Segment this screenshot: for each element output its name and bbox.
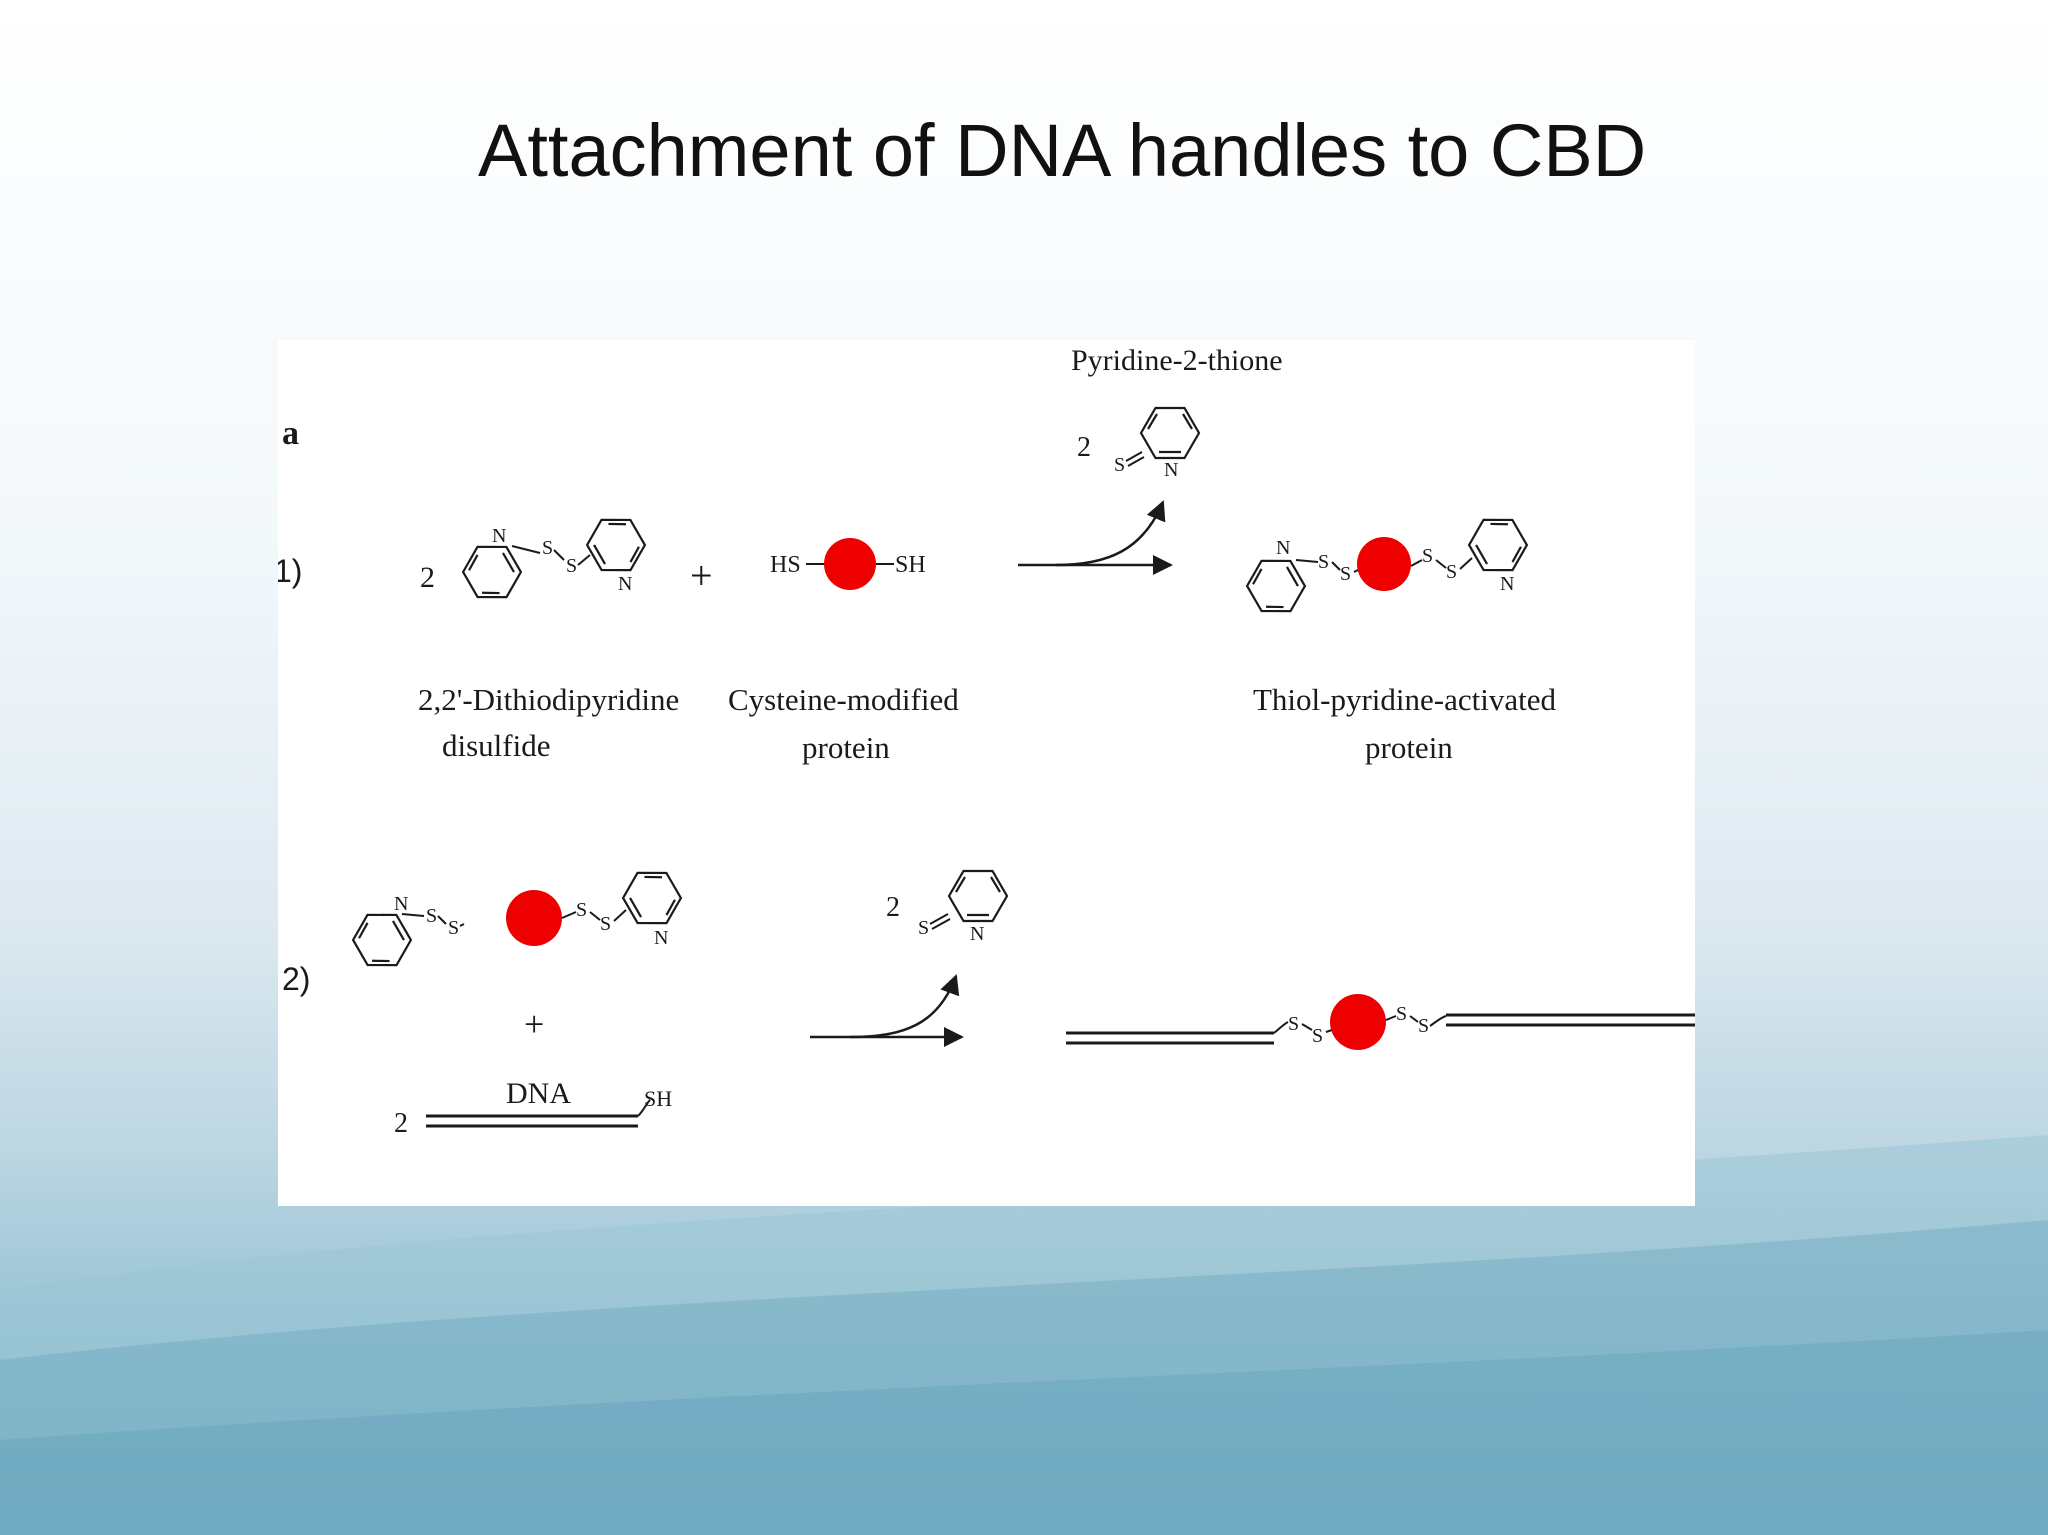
byproduct-coefficient-step2: 2 bbox=[886, 892, 900, 923]
thiol-pyridine-activated-protein-structure: N S S S S N bbox=[1238, 506, 1536, 625]
dna-coefficient: 2 bbox=[394, 1108, 408, 1139]
svg-text:S: S bbox=[1418, 1015, 1429, 1037]
svg-text:N: N bbox=[618, 573, 632, 595]
reaction-scheme-figure: a 1) 2) 2 N S S N + HS SH Pyridine-2-thi… bbox=[278, 340, 1695, 1206]
reagent2-name-line2: protein bbox=[802, 730, 890, 765]
slide-title: Attachment of DNA handles to CBD bbox=[478, 109, 1647, 192]
dna-protein-dna-conjugate: S S S S bbox=[1066, 994, 1695, 1050]
panel-label: a bbox=[282, 415, 299, 452]
svg-text:HS: HS bbox=[770, 552, 801, 578]
svg-text:S: S bbox=[600, 913, 611, 935]
reaction-arrow-step2 bbox=[810, 974, 964, 1047]
protein-bead bbox=[824, 538, 876, 590]
dna-label: DNA bbox=[506, 1077, 571, 1110]
svg-text:S: S bbox=[1422, 545, 1433, 567]
plus-sign-step1: + bbox=[690, 553, 713, 598]
svg-text:N: N bbox=[1500, 573, 1514, 595]
svg-text:N: N bbox=[394, 893, 408, 915]
reagent1-coefficient: 2 bbox=[420, 561, 435, 594]
svg-text:N: N bbox=[1276, 537, 1290, 559]
dna-thiol-group: SH bbox=[644, 1086, 672, 1111]
svg-text:S: S bbox=[1312, 1025, 1323, 1047]
product-name-line1: Thiol-pyridine-activated bbox=[1253, 682, 1556, 717]
protein-bead bbox=[506, 890, 562, 946]
svg-text:S: S bbox=[448, 917, 459, 939]
svg-text:N: N bbox=[1164, 459, 1178, 481]
product-name-line2: protein bbox=[1365, 730, 1453, 765]
reaction-arrow-step1 bbox=[1018, 500, 1173, 575]
reagent1-name-line1: 2,2'-Dithiodipyridine bbox=[418, 682, 679, 717]
svg-text:S: S bbox=[1396, 1003, 1407, 1025]
svg-text:S: S bbox=[1114, 454, 1125, 476]
activated-protein-structure-step2: N S S S S N bbox=[344, 859, 690, 979]
dithiodipyridine-structure: N S S N bbox=[454, 506, 654, 611]
svg-text:S: S bbox=[426, 905, 437, 927]
byproduct-coefficient-step1: 2 bbox=[1077, 432, 1091, 463]
svg-text:S: S bbox=[1318, 551, 1329, 573]
plus-sign-step2: + bbox=[524, 1004, 544, 1044]
pyridine-2-thione-label: Pyridine-2-thione bbox=[1071, 344, 1283, 377]
reagent1-name-line2: disulfide bbox=[442, 728, 551, 763]
reagent2-name-line1: Cysteine-modified bbox=[728, 682, 959, 717]
svg-text:S: S bbox=[1340, 563, 1351, 585]
svg-text:S: S bbox=[1288, 1013, 1299, 1035]
svg-text:S: S bbox=[918, 917, 929, 939]
svg-text:N: N bbox=[654, 927, 668, 949]
svg-text:S: S bbox=[542, 537, 553, 559]
pyridine-2-thione-structure-step2: S N bbox=[918, 869, 1009, 945]
svg-text:S: S bbox=[576, 899, 587, 921]
protein-bead bbox=[1357, 537, 1411, 591]
protein-bead bbox=[1330, 994, 1386, 1050]
cysteine-modified-protein-structure: HS SH bbox=[770, 538, 926, 590]
svg-text:N: N bbox=[492, 525, 506, 547]
pyridine-2-thione-structure: S N bbox=[1114, 406, 1201, 481]
svg-text:S: S bbox=[566, 555, 577, 577]
dna-handle: DNA SH bbox=[426, 1077, 672, 1128]
svg-text:S: S bbox=[1446, 561, 1457, 583]
svg-text:N: N bbox=[970, 923, 984, 945]
svg-text:SH: SH bbox=[895, 552, 926, 578]
step-2-number: 2) bbox=[282, 961, 310, 997]
step-1-number: 1) bbox=[278, 553, 302, 589]
